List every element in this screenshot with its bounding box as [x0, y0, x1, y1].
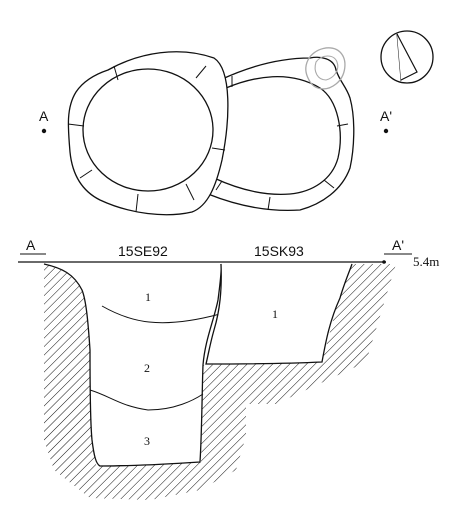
plan-point-a-label: A — [39, 108, 49, 124]
section-elevation-label: 5.4m — [413, 254, 439, 269]
section-left-layer-2: 2 — [144, 361, 150, 375]
plan-point-a-dot — [41, 128, 47, 134]
section-view: A A' 5.4m 15SE92 15SK93 1 2 3 1 — [18, 237, 439, 500]
plan-small-pit-outer — [305, 47, 346, 90]
plan-pit-right-outer — [206, 56, 355, 212]
section-left-layer-1: 1 — [145, 290, 151, 304]
section-pit-right-outline — [205, 263, 353, 365]
plan-pit-left-inner — [82, 68, 214, 192]
section-right-layer-1: 1 — [272, 307, 278, 321]
section-point-a-label: A — [26, 237, 36, 253]
feature-label-left: 15SE92 — [118, 243, 168, 259]
feature-label-right: 15SK93 — [254, 243, 304, 259]
plan-small-pit-inner — [314, 55, 339, 81]
section-point-a-prime-label: A' — [392, 237, 404, 253]
plan-point-a-prime-dot — [383, 128, 389, 134]
plan-pit-left-outer — [67, 51, 229, 216]
plan-pit-right-inner — [212, 75, 341, 196]
plan-point-a-prime-label: A' — [380, 108, 392, 124]
section-left-layer-3: 3 — [144, 434, 150, 448]
section-left-layer-boundary-1 — [101, 305, 221, 324]
north-arrow-icon — [380, 30, 434, 84]
section-pit-left-outline — [43, 263, 222, 467]
section-left-layer-boundary-2 — [89, 389, 204, 411]
plan-view: A A' — [39, 30, 434, 216]
